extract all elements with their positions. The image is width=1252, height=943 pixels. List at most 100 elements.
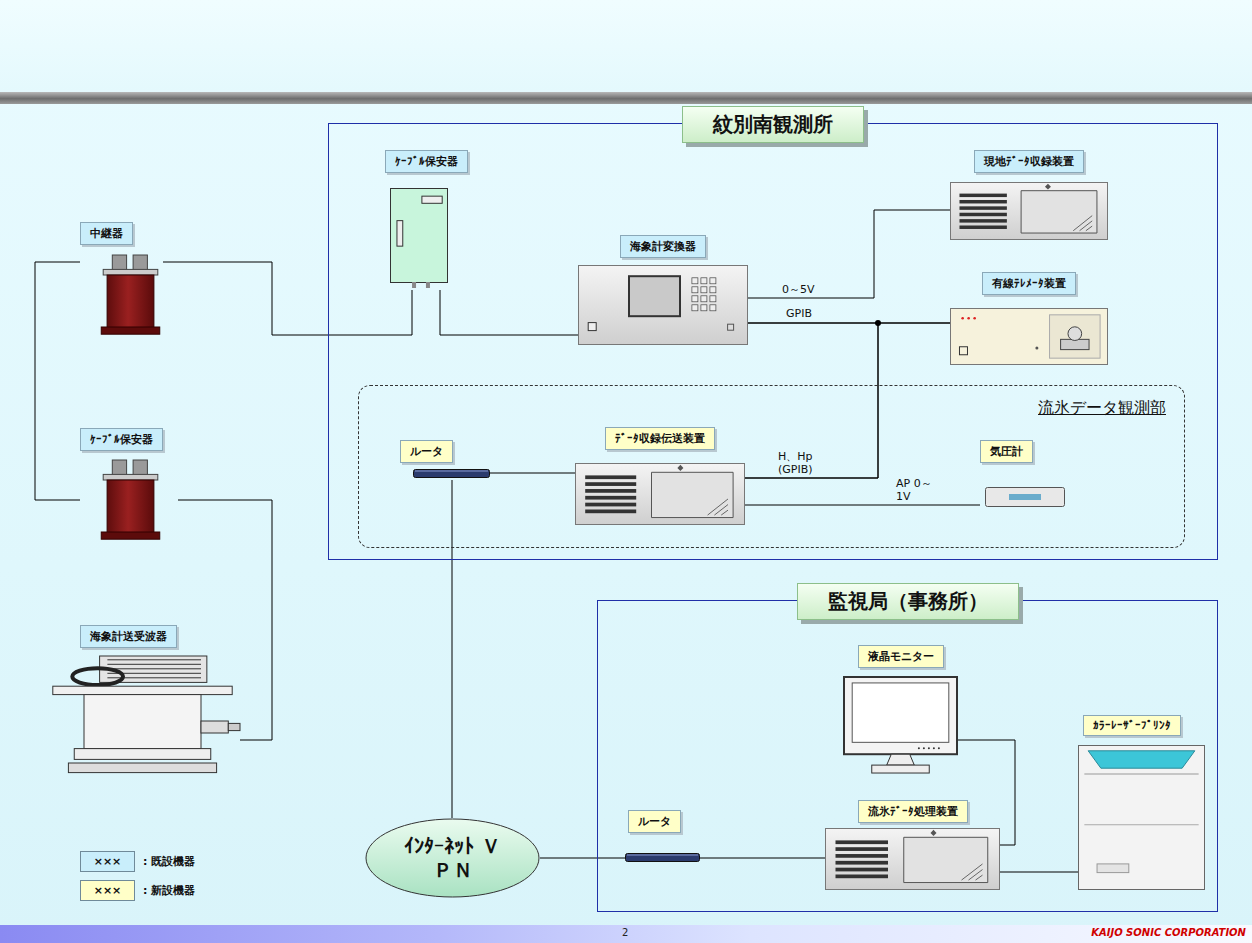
device-label: ルータ [628,810,681,833]
device-label: ｹｰﾌﾞﾙ保安器 [385,150,468,173]
rect-part [585,482,636,486]
device-label: 流氷ﾃﾞｰﾀ処理装置 [858,800,968,823]
connector-line [490,473,575,474]
line-part [708,499,728,515]
connector-line [700,858,825,859]
rect-part [629,276,680,316]
polygon-part [887,754,915,765]
device-node: 中継器 [80,222,163,335]
circle-part [1035,346,1038,349]
legend-sample-text: ××× [94,855,122,868]
connector-line [540,858,625,859]
rect-part [959,206,1006,209]
rect-part [103,269,158,275]
signal-label: GPIB [786,307,812,320]
rect-part [959,194,1006,197]
polygon-part [904,837,988,882]
polygon-part [1088,751,1195,768]
circle-part [961,317,964,320]
rect-part [412,282,416,288]
polygon-part [1021,191,1097,233]
cabinet-illustration [390,188,448,290]
device-node: 海象計変換器 [578,235,748,345]
rect-part [585,475,636,479]
device-label: 気圧計 [980,440,1033,463]
rect-part [951,309,1108,365]
device-node: ｶﾗｰﾚｰｻﾞｰﾌﾟﾘﾝﾀ [1078,715,1205,890]
circle-part [928,747,930,749]
connector-line [1000,872,1078,873]
device-label: ｶﾗｰﾚｰｻﾞｰﾌﾟﾘﾝﾀ [1083,715,1181,736]
line-part [1086,226,1092,231]
circle-part [938,747,940,749]
station-region: 監視局（事務所）液晶モニターｶﾗｰﾚｰｻﾞｰﾌﾟﾘﾝﾀルータ流氷ﾃﾞｰﾀ処理装置 [597,600,1218,912]
rack-illustration [950,182,1108,240]
rect-part [53,686,232,694]
device-node: 液晶モニター [843,645,958,775]
line-part [627,855,698,856]
company-name: KAIJO SONIC CORPORATION [1091,927,1246,938]
circle-part [923,747,925,749]
device-label: ｹｰﾌﾞﾙ保安器 [80,428,163,451]
rect-part [228,723,240,730]
circle-part [933,747,935,749]
header-band [0,0,1252,92]
rect-part [959,213,1006,216]
line-part [1084,774,1198,775]
tele-illustration [950,308,1108,365]
circle-part [1068,327,1082,341]
line-part [107,659,201,660]
rect-part [728,324,734,330]
subsystem-title: 流氷データ観測部 [1038,398,1166,419]
connector-line [163,262,412,335]
ellipse-part [72,668,123,685]
rect-part [836,861,889,865]
rect-part [426,282,430,288]
rect-part [1079,746,1205,890]
rect-part [414,470,490,478]
device-label: ルータ [400,440,453,463]
connector-line [745,505,980,506]
rect-part [133,255,147,271]
region-title: 監視局（事務所） [797,583,1019,620]
rect-part [391,189,448,283]
rect-part [959,200,1006,203]
rect-part [74,749,211,760]
rect-part [852,683,949,742]
line-part [1084,824,1198,825]
network-ellipse: ｲﾝﾀｰﾈｯﾄ ＶＰＮ [365,818,540,898]
line-part [1080,221,1093,231]
rect-part [836,840,889,844]
relay-illustration [98,460,163,540]
rect-part [959,347,967,355]
connector-line [440,290,578,335]
rect-part [1097,864,1129,873]
rect-part [112,460,126,476]
device-label: ﾃﾞｰﾀ収録伝送装置 [605,427,715,450]
device-node: ｹｰﾌﾞﾙ保安器 [80,428,178,540]
rack-illustration [825,828,1000,890]
device-label: 海象計変換器 [620,235,706,258]
connector-line [748,210,950,298]
device-label: 有線ﾃﾚﾒｰﾀ装置 [982,272,1076,295]
router-illustration [413,469,490,478]
rect-part [710,287,716,293]
rect-part [422,196,442,203]
rect-part [585,510,636,514]
relay-illustration [98,255,163,335]
rect-part [701,305,707,311]
circle-part [973,317,976,320]
rect-part [710,296,716,302]
connector-line [35,262,80,500]
rect-part [836,847,889,851]
router-illustration [625,853,700,862]
circle-part [918,747,920,749]
vpn-text-wrap: ｲﾝﾀｰﾈｯﾄ ＶＰＮ [365,818,540,898]
legend-swatch: ××× [80,880,135,901]
device-label: 中継器 [80,222,133,245]
connector-line [745,323,950,478]
rect-part [826,829,1000,890]
device-node: ルータ [400,440,490,480]
signal-label: AP 0～1V [896,477,942,503]
